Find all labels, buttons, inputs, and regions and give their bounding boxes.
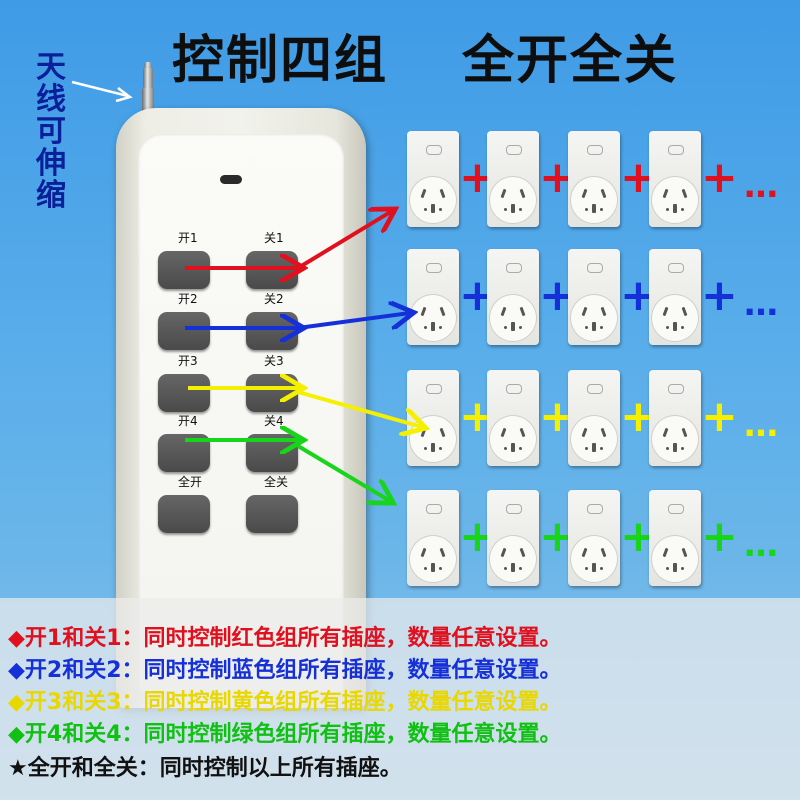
- headline-control-four-groups: 控制四组: [172, 31, 389, 91]
- remote-button-3[interactable]: [158, 312, 210, 350]
- socket-icon: [487, 370, 539, 466]
- remote-button-label: 关3: [264, 354, 284, 368]
- socket-icon: [407, 490, 459, 586]
- plus-icon: +: [701, 511, 738, 562]
- antenna-label: 天线可伸缩: [36, 50, 66, 213]
- socket-icon: [649, 370, 701, 466]
- remote-button-label: 开1: [178, 231, 198, 245]
- arrow-2-2: [297, 313, 410, 330]
- remote-button-10[interactable]: [246, 495, 298, 533]
- socket-icon: [487, 131, 539, 227]
- remote-button-label: 开4: [178, 414, 198, 428]
- legend-row-yellow: ◆开3和关3：同时控制黄色组所有插座，数量任意设置。: [8, 690, 562, 715]
- plus-icon: +: [701, 152, 738, 203]
- socket-icon: [568, 370, 620, 466]
- socket-icon: [568, 490, 620, 586]
- socket-icon: [649, 249, 701, 345]
- socket-icon: [487, 490, 539, 586]
- legend-panel: ◆开1和关1：同时控制红色组所有插座，数量任意设置。 ◆开2和关2：同时控制蓝色…: [0, 598, 800, 800]
- ellipsis-icon: …: [744, 525, 780, 565]
- socket-icon: [649, 131, 701, 227]
- socket-icon: [407, 249, 459, 345]
- remote-button-label: 关2: [264, 292, 284, 306]
- legend-row-all: ★全开和全关：同时控制以上所有插座。: [8, 756, 402, 781]
- arrow-4-2: [296, 444, 390, 501]
- arrow-3-2: [297, 390, 422, 427]
- remote-button-label: 开3: [178, 354, 198, 368]
- remote-button-5[interactable]: [158, 374, 210, 412]
- ellipsis-icon: …: [744, 405, 780, 445]
- legend-row-green: ◆开4和关4：同时控制绿色组所有插座，数量任意设置。: [8, 722, 562, 747]
- socket-icon: [649, 490, 701, 586]
- antenna-pointer-arrow: [71, 80, 129, 98]
- remote-button-label: 关4: [264, 414, 284, 428]
- remote-button-label: 全关: [264, 475, 289, 489]
- arrow-1-2: [296, 211, 392, 270]
- ellipsis-icon: …: [744, 284, 780, 324]
- socket-icon: [568, 249, 620, 345]
- socket-icon: [407, 131, 459, 227]
- legend-row-red: ◆开1和关1：同时控制红色组所有插座，数量任意设置。: [8, 626, 562, 651]
- indicator-led: [220, 175, 242, 184]
- plus-icon: +: [701, 270, 738, 321]
- remote-button-label: 开2: [178, 292, 198, 306]
- legend-row-blue: ◆开2和关2：同时控制蓝色组所有插座，数量任意设置。: [8, 658, 562, 683]
- socket-icon: [487, 249, 539, 345]
- remote-button-label: 关1: [264, 231, 284, 245]
- ellipsis-icon: …: [744, 166, 780, 206]
- remote-button-9[interactable]: [158, 495, 210, 533]
- socket-icon: [568, 131, 620, 227]
- plus-icon: +: [701, 391, 738, 442]
- remote-button-label: 全开: [178, 475, 203, 489]
- antenna-pointer-arrowhead: [115, 87, 133, 103]
- headline-all-on-all-off: 全开全关: [462, 31, 679, 91]
